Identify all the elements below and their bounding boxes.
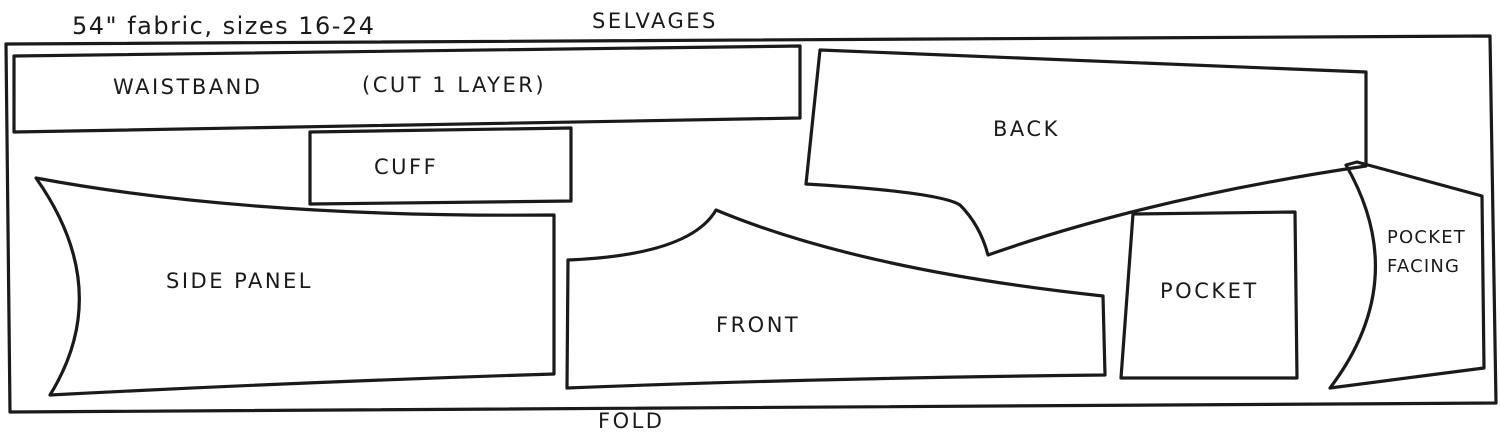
side-panel-label: SIDE PANEL [166,269,313,293]
cuff-piece [308,126,573,206]
pocket-facing-label-line2: FACING [1387,256,1460,277]
pocket-facing-label-line1: POCKET [1387,227,1466,248]
pocket-facing-piece [1328,160,1486,390]
pocket-piece [1119,210,1299,380]
waistband-label: WAISTBAND [113,75,262,99]
cuff-label: CUFF [374,155,438,179]
back-piece [804,48,1368,257]
fabric-note: 54" fabric, sizes 16-24 [72,12,376,40]
waistband-piece [12,44,802,134]
fabric-outline [4,34,1498,414]
selvages-label: SELVAGES [592,9,718,33]
back-label: BACK [993,117,1060,141]
fold-label: FOLD [598,409,664,433]
side-panel-piece [34,176,556,397]
pocket-label: POCKET [1160,279,1259,303]
front-piece [565,208,1107,390]
waistband-note: (CUT 1 LAYER) [362,73,546,97]
front-label: FRONT [716,313,800,337]
